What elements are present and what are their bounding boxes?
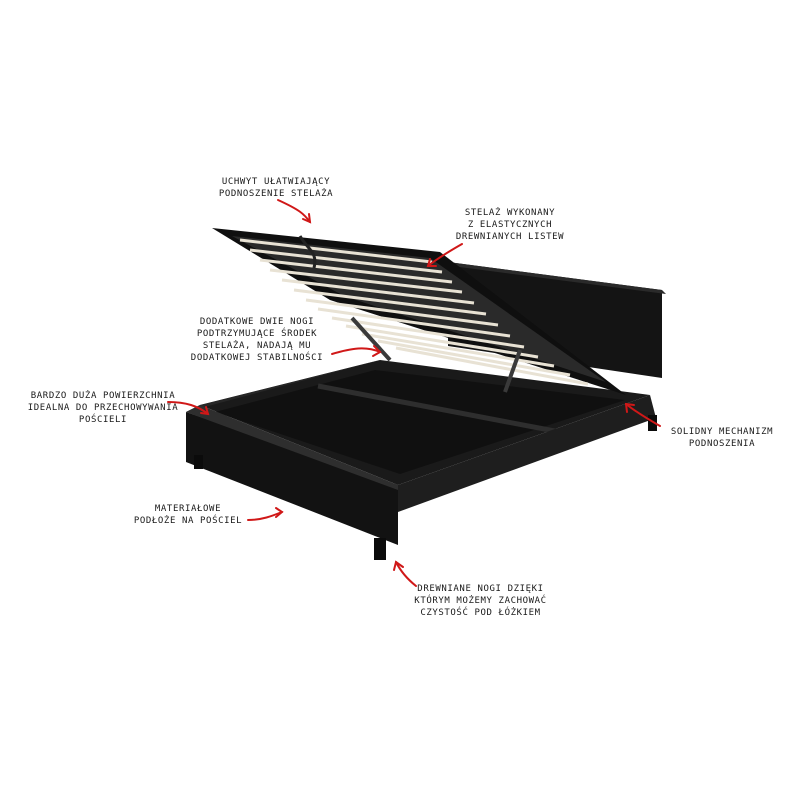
annotation-extra-legs: DODATKOWE DWIE NOGI PODTRZYMUJĄCE ŚRODEK… xyxy=(190,317,324,363)
annotation-fabric-base: MATERIAŁOWE PODŁOŻE NA POŚCIEL xyxy=(133,504,243,526)
gas-strut-left xyxy=(350,316,392,362)
arrow-handle xyxy=(277,199,311,223)
annotation-slats: STELAŻ WYKONANY Z ELASTYCZNYCH DREWNIANY… xyxy=(455,208,565,242)
arrow-mechanism-head xyxy=(624,402,635,413)
gas-strut-right xyxy=(503,349,522,393)
slats xyxy=(239,238,589,386)
annotation-wooden-legs: DREWNIANE NOGI DZIĘKI KTÓRYM MOŻEMY ZACH… xyxy=(414,584,547,618)
right-side-rail xyxy=(398,395,656,512)
arrow-wooden-legs-head xyxy=(393,560,404,571)
annotation-storage: BARDZO DUŻA POWIERZCHNIA IDEALNA DO PRZE… xyxy=(27,391,179,425)
arrow-storage-head xyxy=(200,406,210,416)
annotation-mechanism: SOLIDNY MECHANIZM PODNOSZENIA xyxy=(670,427,774,449)
front-top-edge xyxy=(186,405,398,490)
arrow-slats xyxy=(427,243,463,267)
left-side-rail xyxy=(186,360,380,412)
arrow-storage xyxy=(167,401,209,415)
arrow-mechanism xyxy=(625,403,661,427)
annotation-handle: UCHWYT UŁATWIAJĄCY PODNOSZENIE STELAŻA xyxy=(218,177,334,199)
right-leg xyxy=(648,415,657,431)
headboard-top-edge xyxy=(448,262,666,294)
arrow-handle-head xyxy=(302,213,312,224)
arrow-fabric-head xyxy=(275,507,284,518)
annotation-arrows xyxy=(167,199,661,587)
arrow-wooden-legs xyxy=(395,561,417,587)
front-rail xyxy=(186,412,398,545)
center-support-bar xyxy=(317,383,561,435)
front-left-leg xyxy=(194,455,203,469)
lift-handle-strap xyxy=(298,235,317,269)
arrow-extra-legs xyxy=(331,347,381,355)
arrow-extra-legs-head xyxy=(372,345,382,357)
storage-floor xyxy=(215,370,625,474)
front-corner-leg xyxy=(374,538,386,560)
arrow-slats-head xyxy=(426,258,437,267)
